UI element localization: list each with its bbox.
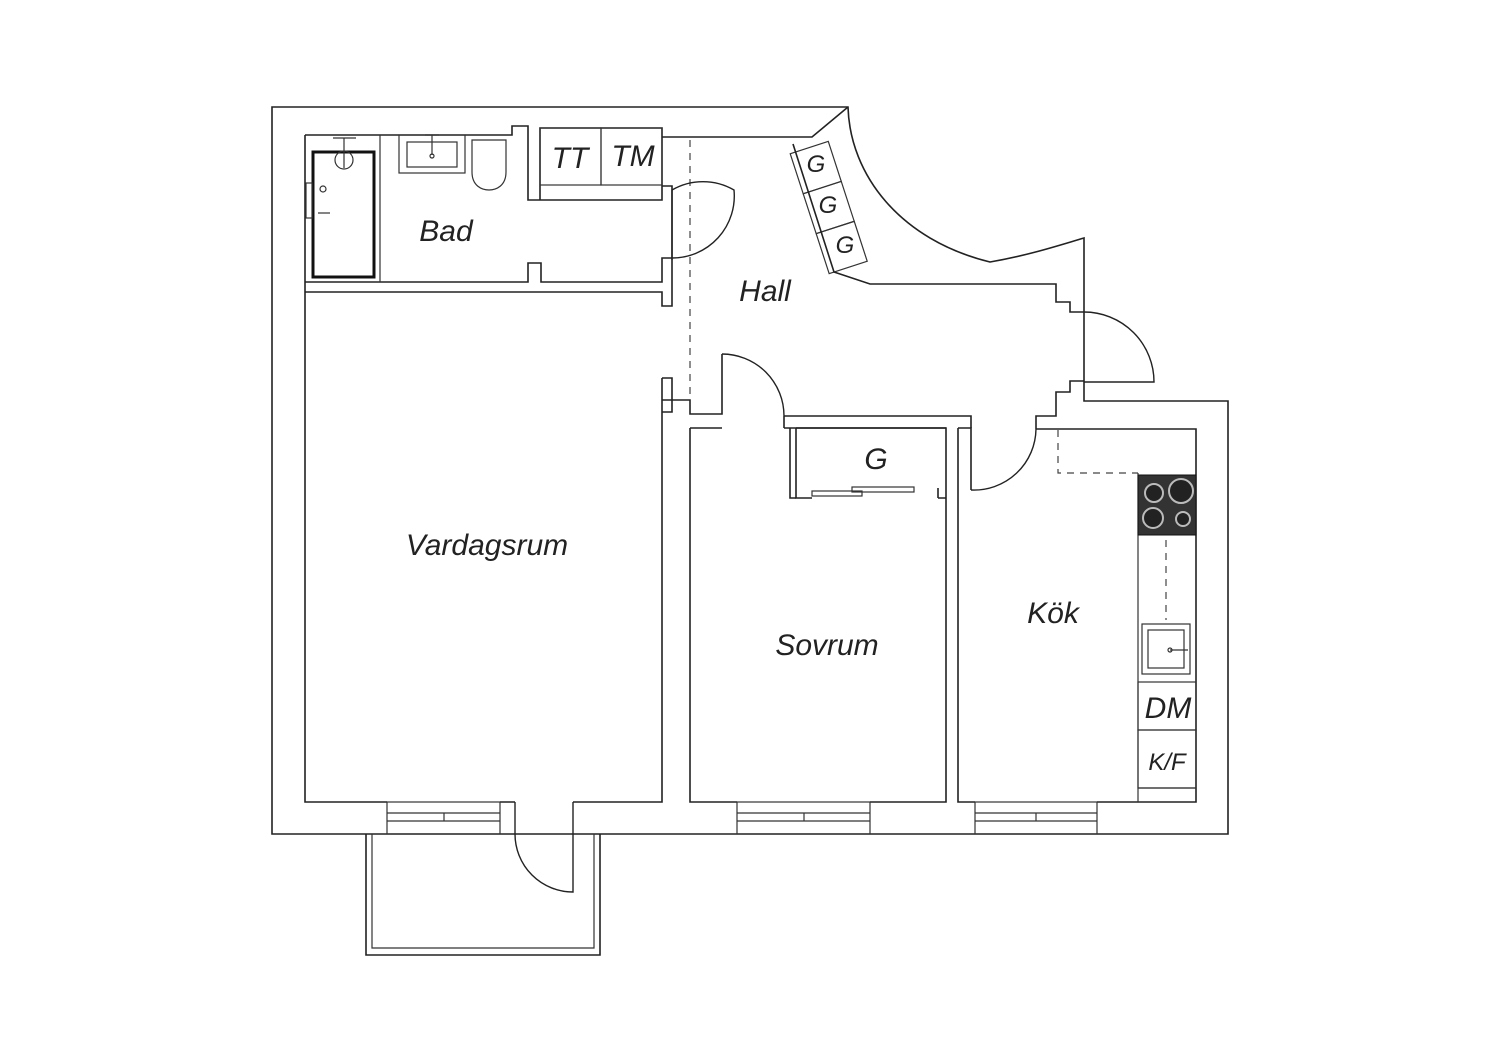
bad-label: Bad: [419, 215, 474, 248]
hall-label: Hall: [739, 275, 792, 308]
kitchen-sink-icon: [1141, 623, 1191, 675]
sovrum-wardrobe-label: G: [864, 443, 887, 476]
kok: DM K/F Kök: [957, 427, 1197, 835]
bathroom: TT TM Bad: [305, 125, 673, 307]
hall-wardrobe-label-3: G: [836, 232, 855, 259]
kok-label: Kök: [1027, 597, 1081, 630]
stove-icon: [1137, 474, 1197, 536]
shower-tray: [311, 150, 376, 279]
kok-window: [974, 801, 1098, 835]
vardagsrum: Vardagsrum: [386, 377, 673, 893]
kf-label: K/F: [1148, 749, 1187, 776]
tm-cabinet: [600, 127, 663, 186]
sovrum: G Sovrum: [689, 416, 947, 835]
sovrum-label: Sovrum: [775, 629, 878, 662]
toilet-icon: [471, 139, 507, 191]
radiator-icon: [305, 182, 313, 219]
hall-wardrobe-label-2: G: [819, 192, 838, 219]
hall: G G G Hall: [662, 106, 1155, 429]
tt-label: TT: [552, 142, 591, 175]
hall-wardrobe-label-1: G: [807, 151, 826, 178]
vardagsrum-label: Vardagsrum: [406, 529, 568, 562]
drain-icon: [319, 185, 327, 193]
hall-wardrobe: [789, 140, 868, 275]
exterior-walls: [271, 106, 1229, 835]
dm-label: DM: [1145, 692, 1192, 725]
vardagsrum-window: [386, 801, 501, 835]
sovrum-window: [736, 801, 871, 835]
balcony: [365, 834, 601, 956]
tm-label: TM: [611, 140, 654, 173]
